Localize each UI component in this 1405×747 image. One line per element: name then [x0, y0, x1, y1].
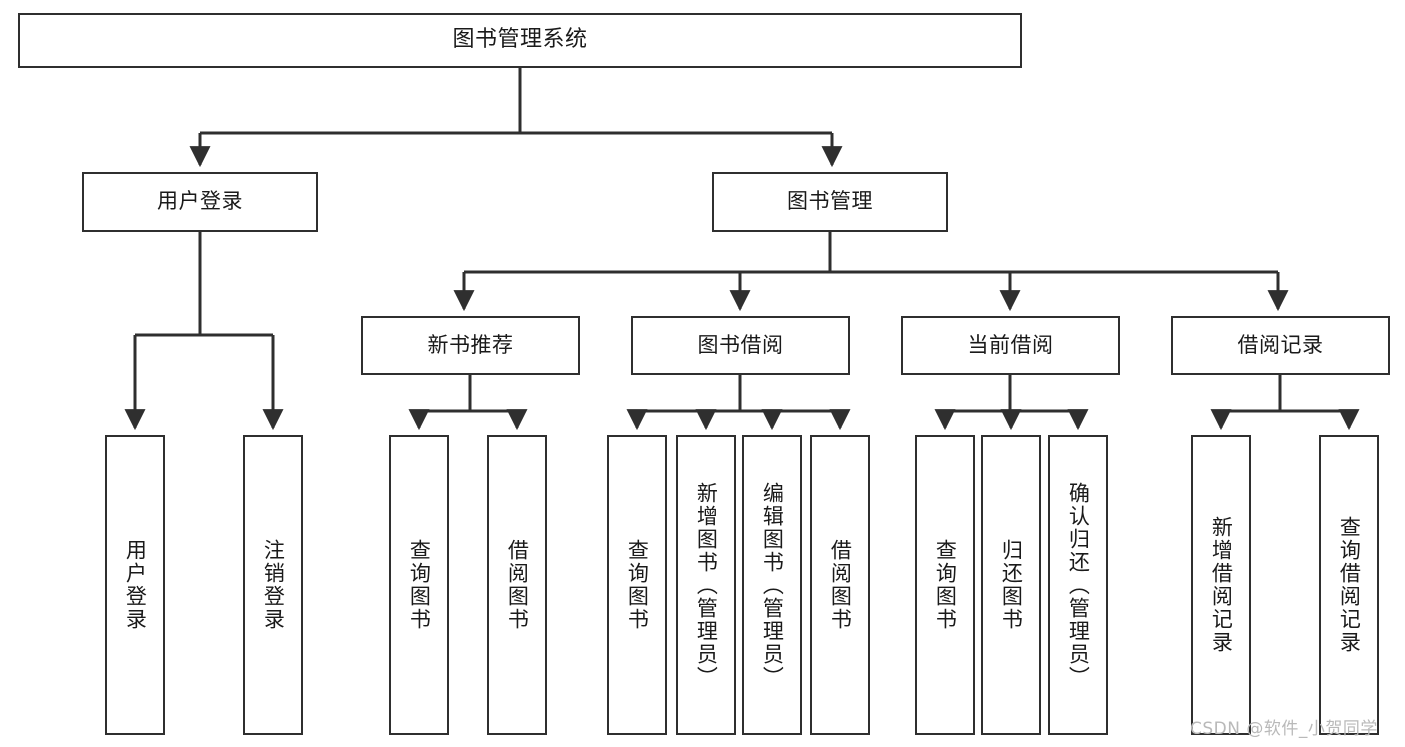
node-label: 新增借阅记录 — [1209, 516, 1234, 654]
node-book-management[interactable]: 图书管理 — [712, 172, 948, 232]
node-new-book-recommend[interactable]: 新书推荐 — [361, 316, 580, 375]
node-label: 新书推荐 — [427, 332, 514, 357]
leaf-borrow-query-book[interactable]: 查询图书 — [607, 435, 667, 735]
node-label: 图书管理 — [787, 189, 873, 214]
node-current-borrow[interactable]: 当前借阅 — [901, 316, 1120, 375]
node-label: 注销登录 — [261, 539, 286, 631]
node-label: 图书管理系统 — [452, 27, 588, 53]
csdn-watermark: CSDN @软件_小贺同学 — [1190, 719, 1378, 739]
leaf-current-confirm-return-admin[interactable]: 确认归还（管理员） — [1048, 435, 1108, 735]
leaf-current-return-book[interactable]: 归还图书 — [981, 435, 1041, 735]
node-label: 查询图书 — [933, 539, 958, 631]
node-label: 借阅图书 — [505, 539, 530, 631]
leaf-borrow-add-book-admin[interactable]: 新增图书（管理员） — [676, 435, 736, 735]
node-label: 确认归还（管理员） — [1066, 481, 1091, 689]
node-label: 借阅图书 — [828, 539, 853, 631]
node-user-login[interactable]: 用户登录 — [82, 172, 318, 232]
node-label: 查询借阅记录 — [1337, 516, 1362, 654]
leaf-user-login[interactable]: 用户登录 — [105, 435, 165, 735]
leaf-record-query-record[interactable]: 查询借阅记录 — [1319, 435, 1379, 735]
node-root-system[interactable]: 图书管理系统 — [18, 13, 1022, 68]
node-label: 查询图书 — [625, 539, 650, 631]
node-label: 编辑图书（管理员） — [760, 481, 785, 689]
leaf-logout[interactable]: 注销登录 — [243, 435, 303, 735]
leaf-borrow-borrow-book[interactable]: 借阅图书 — [810, 435, 870, 735]
node-borrow-record[interactable]: 借阅记录 — [1171, 316, 1390, 375]
node-label: 查询图书 — [407, 539, 432, 631]
leaf-new-book-borrow-book[interactable]: 借阅图书 — [487, 435, 547, 735]
node-label: 图书借阅 — [697, 332, 784, 357]
leaf-record-add-record[interactable]: 新增借阅记录 — [1191, 435, 1251, 735]
node-label: 用户登录 — [157, 189, 243, 214]
node-label: 归还图书 — [999, 539, 1024, 631]
node-label: 借阅记录 — [1237, 332, 1324, 357]
node-label: 用户登录 — [123, 539, 148, 631]
leaf-new-book-query-book[interactable]: 查询图书 — [389, 435, 449, 735]
node-label: 新增图书（管理员） — [694, 481, 719, 689]
leaf-current-query-book[interactable]: 查询图书 — [915, 435, 975, 735]
node-book-borrow[interactable]: 图书借阅 — [631, 316, 850, 375]
node-label: 当前借阅 — [967, 332, 1054, 357]
leaf-borrow-edit-book-admin[interactable]: 编辑图书（管理员） — [742, 435, 802, 735]
